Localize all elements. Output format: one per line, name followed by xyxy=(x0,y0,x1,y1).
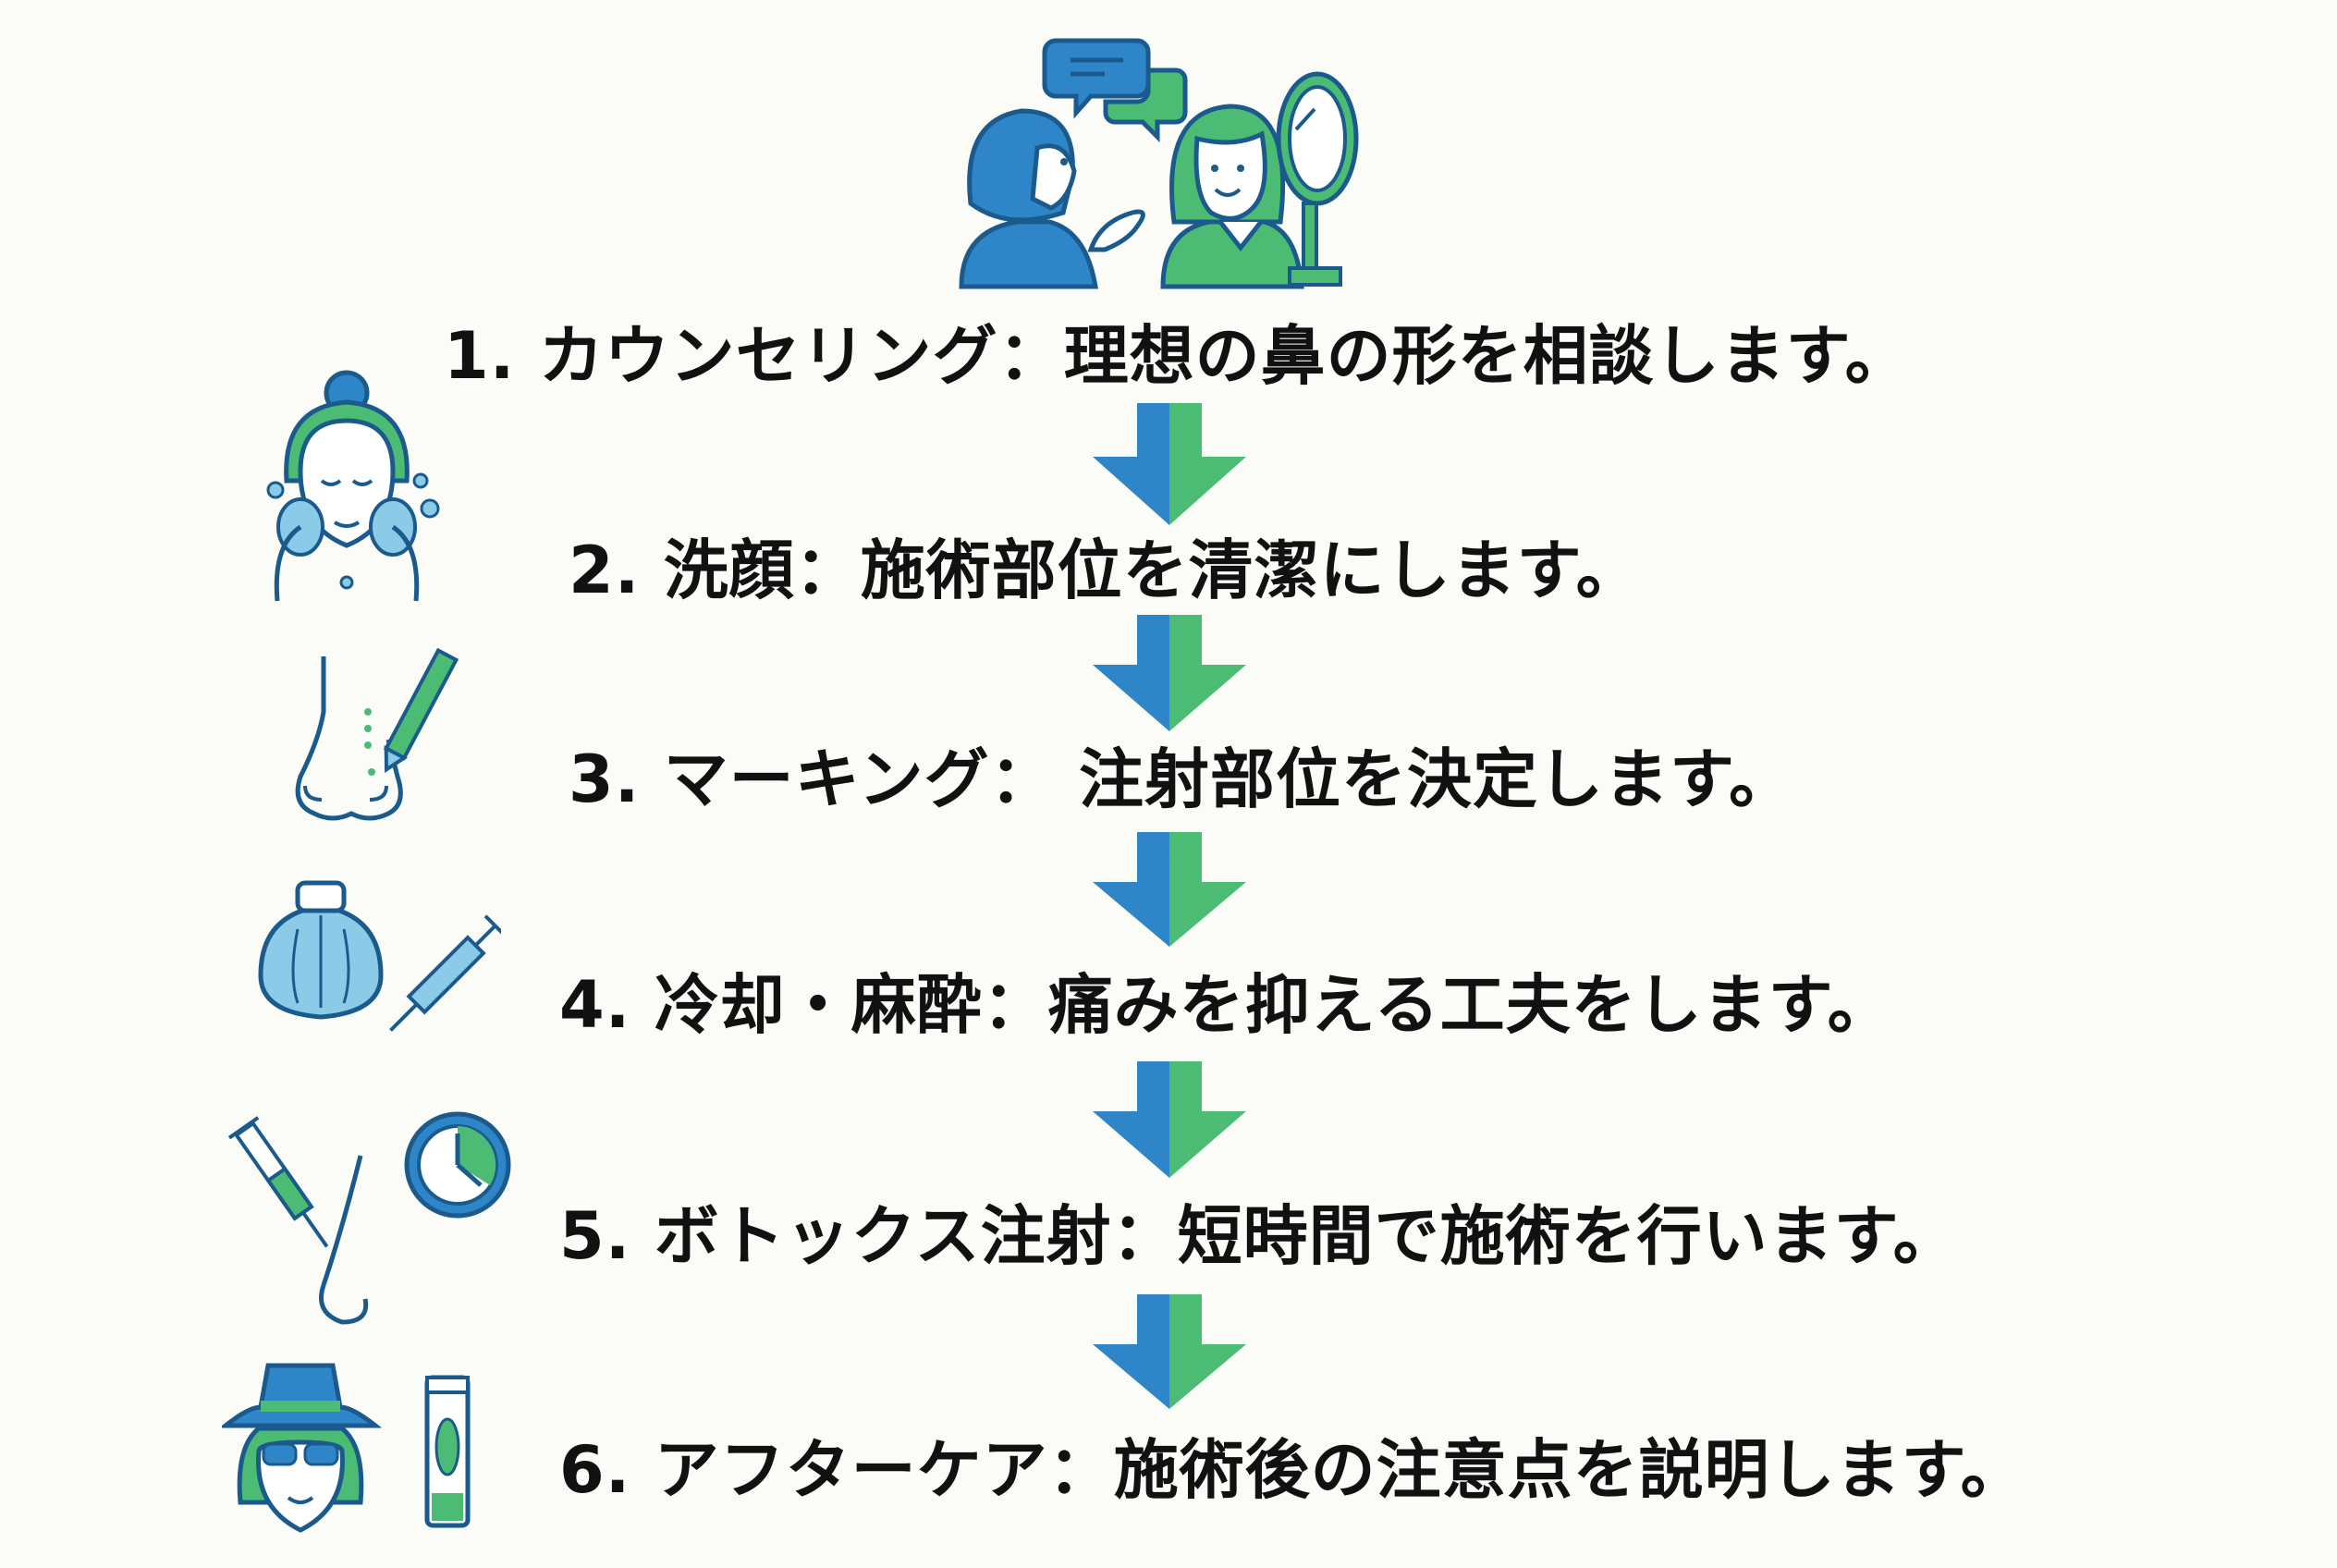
sun-hat-cream-icon xyxy=(222,1359,499,1535)
step-separator: ： xyxy=(982,967,1048,1043)
step-title: ボトックス注射 xyxy=(654,1198,1112,1274)
step-number: 3. xyxy=(569,741,641,817)
step-2-text: 2. 洗顔：施術部位を清潔にします。 xyxy=(569,538,1642,603)
step-5-text: 5. ボトックス注射：短時間で施術を行います。 xyxy=(559,1204,1959,1268)
down-arrow xyxy=(1093,1294,1246,1409)
step-title: マーキング xyxy=(663,741,990,817)
step-title: アフターケア xyxy=(654,1432,1048,1508)
face-wash-icon xyxy=(250,361,481,610)
step-number: 2. xyxy=(569,533,641,608)
step-title: カウンセリング xyxy=(538,318,998,394)
down-arrow xyxy=(1093,403,1246,525)
step-separator: ： xyxy=(1047,1432,1114,1508)
step-4-text: 4. 冷却・麻酔：痛みを抑える工夫をします。 xyxy=(559,973,1893,1037)
step-description: 注射部位を決定します。 xyxy=(1078,741,1794,817)
step-separator: ： xyxy=(989,741,1079,817)
ice-pack-syringe-icon xyxy=(242,874,501,1059)
step-separator: ： xyxy=(997,318,1064,394)
step-1-text: 1. カウンセリング：理想の鼻の形を相談します。 xyxy=(444,324,1911,388)
step-number: 6. xyxy=(559,1432,631,1508)
step-description: 施術後の注意点を説明します。 xyxy=(1113,1432,2026,1508)
down-arrow xyxy=(1093,1061,1246,1178)
step-3-text: 3. マーキング： 注射部位を決定します。 xyxy=(569,747,1794,812)
consultation-icon xyxy=(952,37,1359,291)
step-number: 5. xyxy=(559,1198,631,1274)
step-description: 短時間で施術を行います。 xyxy=(1177,1198,1959,1274)
step-separator: ： xyxy=(1111,1198,1178,1274)
step-separator: ： xyxy=(794,533,861,608)
step-description: 施術部位を清潔にします。 xyxy=(860,533,1642,608)
nose-marking-icon xyxy=(268,638,499,832)
step-title: 洗顔 xyxy=(663,533,795,608)
step-title: 冷却・麻酔 xyxy=(654,967,983,1043)
step-description: 理想の鼻の形を相談します。 xyxy=(1063,318,1911,394)
step-6-text: 6. アフターケア：施術後の注意点を説明します。 xyxy=(559,1438,2026,1502)
down-arrow xyxy=(1093,832,1246,947)
syringe-clock-icon xyxy=(222,1100,518,1331)
step-number: 4. xyxy=(559,967,631,1043)
step-number: 1. xyxy=(444,318,516,394)
down-arrow xyxy=(1093,615,1246,731)
step-description: 痛みを抑える工夫をします。 xyxy=(1047,967,1893,1043)
